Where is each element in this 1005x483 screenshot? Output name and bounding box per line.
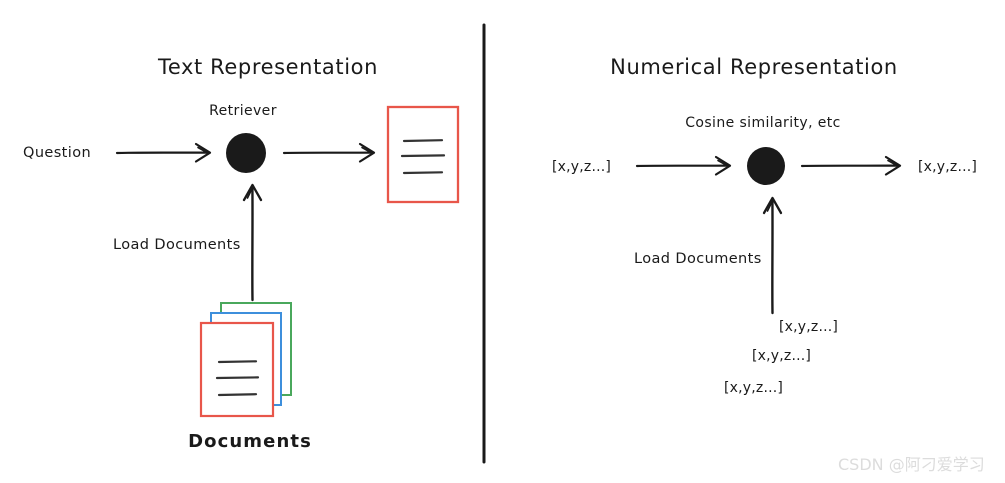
left-panel-title: Text Representation bbox=[157, 55, 378, 79]
question-label: Question bbox=[23, 145, 91, 161]
retrieved-document bbox=[386, 105, 460, 204]
node-to-output-vector-arrow bbox=[800, 155, 902, 176]
retriever-to-document-arrow bbox=[282, 142, 376, 163]
retriever-node bbox=[226, 133, 266, 173]
blue-vector-label: [x,y,z...] bbox=[752, 348, 811, 364]
similarity-node bbox=[747, 147, 785, 185]
output-vector-label: [x,y,z...] bbox=[918, 159, 977, 175]
documents-stack bbox=[199, 302, 292, 418]
red-sheet bbox=[199, 321, 275, 418]
green-vector-label: [x,y,z...] bbox=[779, 319, 838, 335]
vectors-to-node-arrow bbox=[762, 196, 783, 315]
question-to-retriever-arrow bbox=[115, 142, 212, 163]
red-vector-label: [x,y,z...] bbox=[724, 380, 783, 396]
cosine-similarity-label: Cosine similarity, etc bbox=[685, 115, 841, 131]
input-vector-to-node-arrow bbox=[635, 155, 732, 176]
load-documents-label-right: Load Documents bbox=[634, 251, 762, 267]
documents-to-retriever-arrow bbox=[242, 183, 263, 302]
csdn-watermark: CSDN @阿刁爱学习 bbox=[838, 455, 985, 474]
retriever-label: Retriever bbox=[209, 103, 277, 119]
load-documents-label-left: Load Documents bbox=[113, 237, 241, 253]
input-vector-label: [x,y,z...] bbox=[552, 159, 611, 175]
right-panel-title: Numerical Representation bbox=[610, 55, 898, 79]
documents-label: Documents bbox=[188, 431, 312, 452]
